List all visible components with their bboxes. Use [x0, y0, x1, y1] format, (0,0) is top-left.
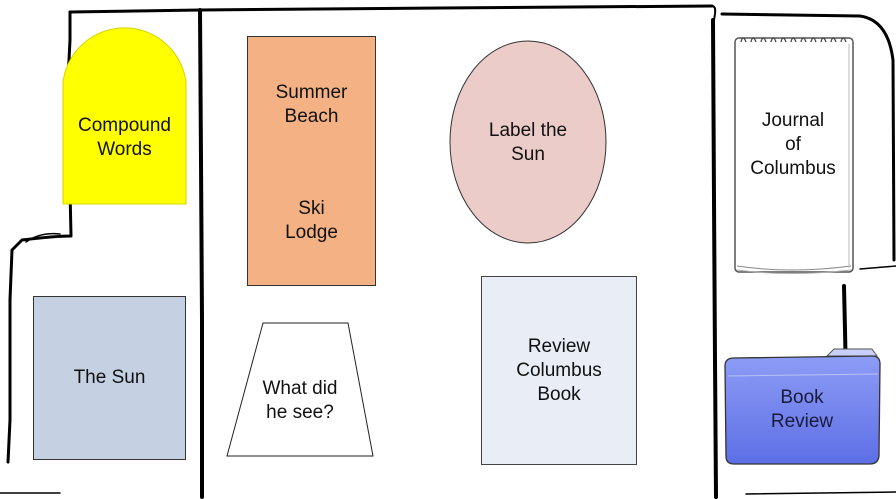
spiral-notepad-icon	[734, 37, 854, 274]
summer-beach-ski-lodge-station: Summer Beach Ski Lodge	[247, 36, 376, 286]
compound-words-station: Compound Words	[62, 20, 187, 205]
circle-shape	[449, 40, 607, 244]
what-did-he-see-label: What did he see?	[262, 378, 338, 423]
journal-station: Journal of Columbus	[731, 30, 859, 277]
the-sun-station: The Sun	[33, 296, 186, 460]
trapezoid-shape	[226, 322, 374, 457]
folder-icon	[724, 348, 881, 465]
review-columbus-book-label: Review Columbus Book	[516, 335, 602, 405]
label-the-sun-label: Label the Sun	[488, 119, 568, 165]
book-review-station: Book Review	[722, 348, 882, 466]
compound-words-label: Compound Words	[78, 114, 171, 160]
book-review-label: Book Review	[770, 387, 834, 432]
ski-lodge-label: Ski Lodge	[285, 198, 338, 243]
review-columbus-book-station: Review Columbus Book	[481, 276, 637, 465]
the-sun-label: The Sun	[73, 367, 146, 388]
journal-label: Journal of Columbus	[750, 110, 836, 179]
summer-beach-label: Summer Beach	[275, 82, 348, 127]
arch-shape	[62, 27, 187, 205]
what-did-he-see-station: What did he see?	[226, 322, 374, 457]
label-the-sun-station: Label the Sun	[449, 40, 607, 245]
